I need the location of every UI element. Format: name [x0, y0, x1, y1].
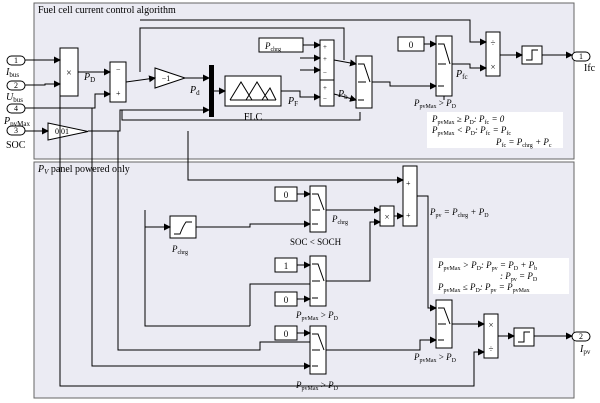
svg-text:−: −	[323, 69, 327, 77]
pv-condition-line-2: : Ppv = PD	[500, 271, 538, 283]
svg-text:0: 0	[284, 295, 289, 305]
saturation-block-pchrg[interactable]	[169, 215, 197, 239]
ppv-equation: Ppv = Pchrg + PD	[429, 207, 489, 219]
mux-block[interactable]	[209, 65, 214, 117]
svg-text:0: 0	[409, 40, 414, 50]
svg-text:×: ×	[384, 212, 389, 222]
switch-soc-condition: SOC < SOCH	[290, 237, 342, 247]
svg-text:3: 3	[14, 126, 18, 135]
input-port-2[interactable]: 2	[6, 80, 26, 91]
pv-subsystem-title: PV panel powered only	[37, 164, 130, 176]
svg-text:×: ×	[490, 62, 495, 72]
signal-pf-label: PF	[287, 96, 298, 108]
signal-pfc-label: Pfc	[455, 69, 468, 81]
svg-text:1: 1	[579, 52, 583, 61]
pv-conditions-box	[433, 258, 569, 294]
svg-text:2: 2	[579, 332, 583, 341]
svg-text:÷: ÷	[491, 38, 496, 48]
switch-fc-main[interactable]	[435, 35, 453, 97]
flc-label: FLC	[244, 112, 263, 123]
saturation-pchrg-label: Pchrg	[171, 244, 188, 256]
switch-pv-main[interactable]	[435, 299, 453, 349]
sum-block-pb[interactable]: + −	[319, 79, 335, 107]
constant-zero-pv-2[interactable]: 0	[274, 291, 298, 307]
signal-pd-neg-label: Pd	[189, 85, 200, 97]
svg-text:+: +	[323, 84, 327, 92]
sum-block-ppv[interactable]: + +	[402, 165, 418, 227]
svg-text:+: +	[323, 43, 327, 51]
svg-text:0: 0	[284, 190, 289, 200]
divide-block-fc[interactable]: ÷ ×	[485, 31, 501, 77]
divide-block-pv[interactable]: × ÷	[483, 313, 499, 359]
saturation-block-fc[interactable]	[521, 45, 543, 65]
fc-condition-line-2: PpvMax < PD: Pfc = Pfc	[431, 125, 511, 137]
input-port-3-label: SOC	[6, 140, 26, 151]
input-port-2-label: Ubus	[6, 92, 23, 104]
fc-conditions-box	[427, 112, 563, 148]
signal-pd-label: PD	[83, 72, 95, 84]
fc-condition-line-1: PpvMax ≥ PD: Pfc = 0	[431, 114, 505, 126]
constant-zero-fc[interactable]: 0	[397, 36, 425, 52]
output-port-2-label: Ipv	[579, 344, 591, 356]
constant-zero-pv-3[interactable]: 0	[274, 325, 298, 341]
input-port-1-label: Ibus	[5, 67, 19, 79]
switch-pv-main-condition: PpvMax > PD	[413, 352, 457, 364]
switch-pv-mid-condition: PpvMax > PD	[295, 310, 339, 322]
fuel-cell-subsystem-title: Fuel cell current control algorithm	[38, 5, 176, 16]
svg-text:−: −	[323, 95, 327, 103]
switch-soc-pchrg-label: Pchrg	[331, 214, 348, 226]
pv-condition-line-3: PpvMax ≤ PD: Ppv = PpvMax	[437, 282, 530, 294]
svg-text:×: ×	[66, 68, 72, 79]
svg-text:0.01: 0.01	[55, 127, 69, 136]
saturation-block-pv[interactable]	[513, 327, 535, 347]
svg-text:−: −	[116, 65, 121, 74]
output-port-1[interactable]: 1	[571, 51, 591, 62]
svg-text:2: 2	[14, 81, 18, 90]
switch-pv-mid[interactable]	[309, 255, 327, 307]
svg-text:÷: ÷	[489, 344, 494, 354]
svg-text:+: +	[323, 55, 327, 63]
signal-wires	[25, 19, 573, 387]
svg-text:1: 1	[284, 261, 289, 271]
output-port-2[interactable]: 2	[571, 331, 591, 342]
svg-text:1: 1	[14, 56, 18, 65]
svg-text:0: 0	[284, 329, 289, 339]
svg-text:Pchrg: Pchrg	[264, 41, 281, 53]
pv-condition-line-1: PpvMax > PD: Ppv = PD + Pb	[437, 260, 537, 272]
switch-pv-bottom[interactable]	[309, 325, 327, 375]
sum-block-pd[interactable]: − +	[109, 61, 127, 103]
switch-fc-condition: PpvMax > PD	[413, 98, 457, 110]
constant-pchrg-top[interactable]: Pchrg	[258, 37, 304, 53]
switch-pv-bottom-condition: PpvMax > PD	[295, 380, 339, 392]
switch-fc-1[interactable]	[355, 55, 373, 109]
fc-condition-line-3: Pfc = Pchrg + Pc	[495, 137, 552, 149]
svg-text:+: +	[406, 211, 411, 220]
input-port-1[interactable]: 1	[6, 55, 26, 66]
flc-block[interactable]	[224, 75, 282, 107]
svg-text:−1: −1	[162, 74, 171, 83]
svg-text:4: 4	[14, 104, 18, 113]
constant-one[interactable]: 1	[274, 257, 298, 273]
input-port-4-label: PpvMax	[3, 116, 30, 128]
svg-text:+: +	[116, 89, 121, 98]
svg-text:×: ×	[488, 320, 493, 330]
output-port-1-label: Ifc	[584, 63, 596, 74]
input-port-3[interactable]: 3	[6, 125, 26, 136]
product-block-pv[interactable]: ×	[379, 205, 395, 227]
product-block-pd[interactable]: ×	[59, 47, 79, 97]
input-port-4[interactable]: 4	[6, 103, 26, 114]
switch-soc[interactable]	[309, 185, 327, 233]
constant-zero-pv-1[interactable]: 0	[274, 186, 298, 202]
svg-text:+: +	[406, 179, 411, 188]
